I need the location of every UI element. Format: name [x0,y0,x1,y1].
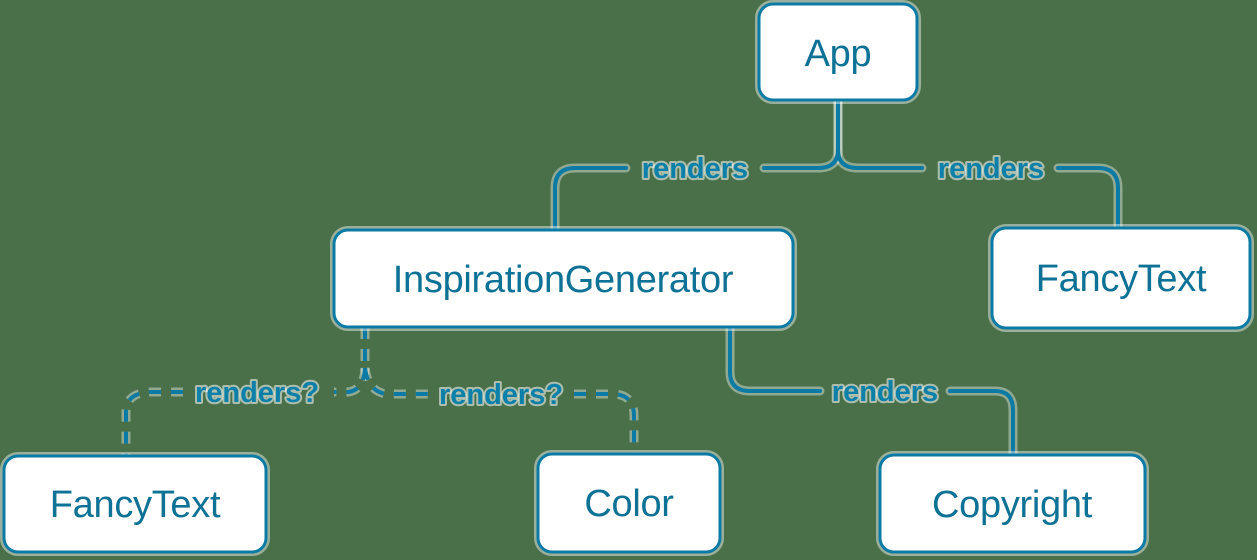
node-fancy-text-bottom: FancyText [0,452,270,556]
edge-inspiration-generator-to-copyright [948,389,1015,457]
edge-halo [121,387,183,455]
node-app: App [755,0,921,104]
node-app-label: App [805,33,872,75]
edge-halo [574,389,639,453]
edge-halo [759,95,843,173]
node-fancy-text-bottom-box [2,454,268,554]
edge-app-to-inspiration-generator [553,166,628,232]
edge-inspiration-generator-to-color [363,367,428,396]
edge-inspiration-generator-to-copyright [728,325,822,393]
node-inspiration-generator-box [332,228,795,329]
node-inspiration-generator-label: InspirationGenerator [393,259,734,301]
node-fancy-text-top: FancyText [988,224,1254,332]
node-app-box [757,2,919,102]
node-inspiration-generator: InspirationGenerator [330,226,797,331]
edge-halo [1053,163,1123,233]
edge-label-layer: renders renders renders? renders? render… [193,151,1046,413]
edge-halo [725,322,825,396]
edge-label-inspiration-generator-to-copyright: renders [832,376,938,408]
edge-label-app-to-fancy-text: renders [938,153,1044,185]
node-copyright: Copyright [876,451,1149,556]
edge-label-inspiration-generator-to-color: renders? [439,379,563,411]
edge-app-to-fancy-text [836,98,924,170]
edge-inspiration-generator-to-color [574,392,636,453]
edge-label-app-to-inspiration-generator: renders [642,153,748,185]
edge-label-inspiration-generator-to-fancy-text: renders? [195,377,319,409]
edge-layer [124,98,1120,457]
node-copyright-label: Copyright [932,484,1093,526]
node-copyright-box [878,453,1147,554]
edge-inspiration-generator-to-fancy-text [124,390,183,455]
edge-app-to-inspiration-generator [762,98,840,170]
edge-halo [945,386,1018,460]
edge-halo [334,367,370,397]
node-fancy-text-top-label: FancyText [1036,258,1207,300]
node-color-box [536,452,722,554]
node-fancy-text-top-box [990,226,1252,330]
node-fancy-text-bottom-label: FancyText [50,484,221,526]
edge-halo [833,95,927,173]
node-color: Color [534,450,724,556]
node-color-label: Color [584,483,674,525]
edge-halo [550,163,631,235]
edge-app-to-fancy-text [1056,166,1120,230]
